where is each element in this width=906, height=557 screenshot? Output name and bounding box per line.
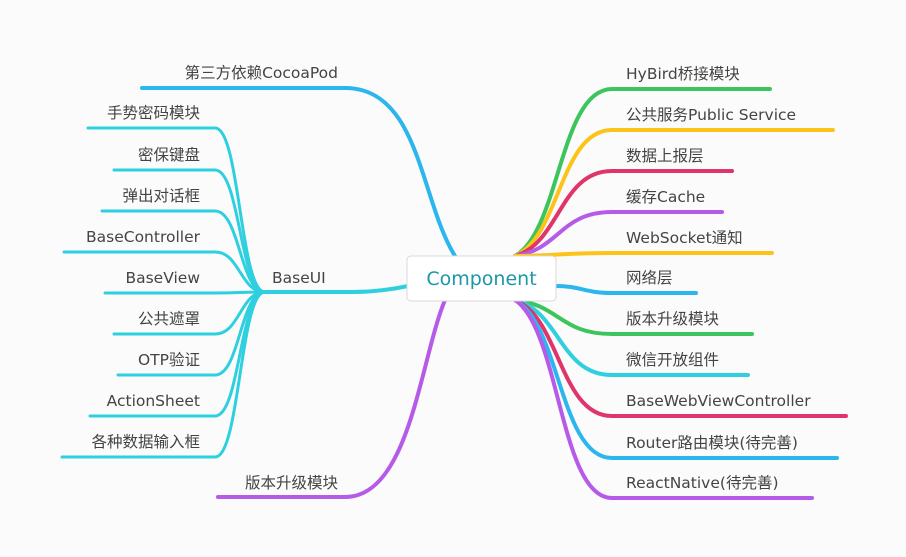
branch-line-left-version	[216, 298, 447, 499]
center-node[interactable]: Component	[406, 255, 557, 302]
node-right-item[interactable]: BaseWebViewController	[626, 392, 811, 410]
connector-lines	[60, 86, 848, 500]
node-right-item[interactable]: Router路由模块(待完善)	[626, 434, 798, 452]
node-right-item[interactable]: 数据上报层	[626, 147, 704, 165]
node-right-item[interactable]: HyBird桥接模块	[626, 65, 740, 83]
node-baseui-child[interactable]: BaseView	[125, 269, 200, 287]
node-right-item[interactable]: 微信开放组件	[626, 351, 719, 369]
node-right-item[interactable]: 版本升级模块	[626, 310, 719, 328]
node-baseui-child[interactable]: 各种数据输入框	[91, 433, 200, 451]
branch-line-cocoapod	[140, 86, 457, 258]
branch-line-right	[513, 169, 734, 258]
center-node-box	[406, 255, 557, 302]
node-right-item[interactable]: WebSocket通知	[626, 229, 743, 247]
center-node-label: Component	[426, 268, 536, 290]
branch-line-right	[513, 298, 754, 336]
node-baseui-child[interactable]: ActionSheet	[107, 392, 200, 410]
branch-line-right	[513, 298, 848, 418]
node-baseui-child[interactable]: OTP验证	[138, 351, 200, 369]
node-baseui-child[interactable]: 弹出对话框	[122, 187, 200, 205]
branch-line-right	[513, 251, 774, 258]
node-right-item[interactable]: 公共服务Public Service	[626, 106, 796, 124]
node-baseui-child[interactable]: 密保键盘	[138, 145, 200, 164]
branch-line-right	[554, 284, 698, 295]
branch-line-baseui-child	[103, 290, 267, 295]
branch-line-right	[513, 210, 724, 258]
node-baseui-child[interactable]: BaseController	[86, 228, 201, 246]
node-baseui[interactable]: BaseUI	[272, 269, 326, 287]
node-right-item[interactable]: 网络层	[626, 269, 673, 287]
branch-line-baseui	[263, 284, 410, 294]
node-right-item[interactable]: ReactNative(待完善)	[626, 474, 779, 492]
branch-line-right	[513, 298, 750, 377]
branch-line-baseui-child	[100, 209, 267, 294]
node-baseui-child[interactable]: 手势密码模块	[107, 104, 200, 122]
branch-line-baseui-child	[60, 290, 267, 459]
branch-line-right	[513, 87, 772, 258]
node-left-version[interactable]: 版本升级模块	[245, 474, 338, 492]
node-baseui-child[interactable]: 公共遮罩	[138, 310, 200, 328]
branch-line-baseui-child	[62, 250, 267, 294]
node-right-item[interactable]: 缓存Cache	[626, 188, 705, 206]
node-cocoapod[interactable]: 第三方依赖CocoaPod	[185, 64, 338, 82]
branch-line-right	[513, 128, 835, 258]
branch-line-right	[513, 298, 814, 500]
